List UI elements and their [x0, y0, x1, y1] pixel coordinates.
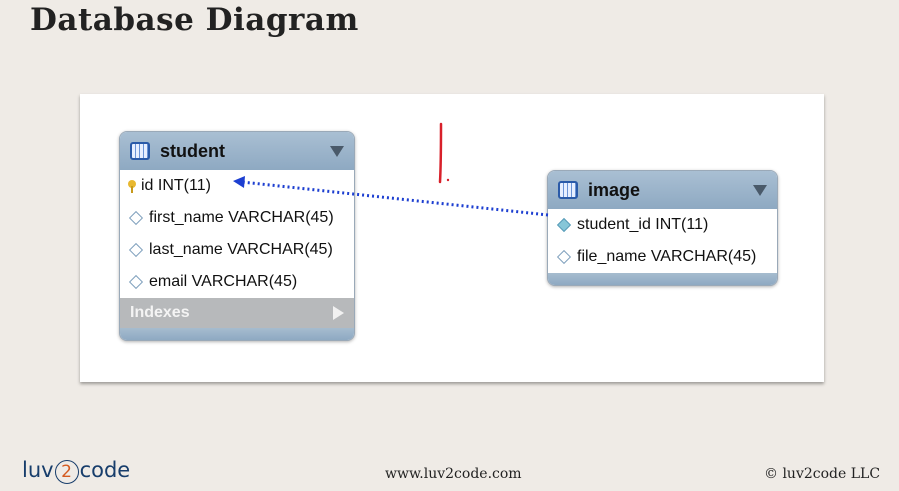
footer-copyright: © luv2code LLC: [764, 466, 881, 482]
logo-text-pre: luv: [22, 458, 54, 482]
column-row-email[interactable]: email VARCHAR(45): [120, 266, 354, 298]
column-label: first_name VARCHAR(45): [149, 209, 334, 226]
entity-name: student: [160, 140, 225, 161]
indexes-section[interactable]: Indexes: [120, 298, 354, 328]
foreign-key-relationship-line: [241, 180, 549, 217]
entity-header-student[interactable]: student: [120, 132, 354, 170]
red-annotation-dot: [446, 178, 450, 182]
entity-footer: [548, 273, 777, 285]
table-icon: [558, 181, 578, 199]
relationship-svg: [233, 122, 549, 217]
entity-header-image[interactable]: image: [548, 171, 777, 209]
column-label: student_id INT(11): [577, 216, 709, 233]
logo-text-mid: 2: [54, 460, 79, 484]
column-row-first-name[interactable]: first_name VARCHAR(45): [120, 202, 354, 234]
column-label: file_name VARCHAR(45): [577, 248, 757, 265]
primary-key-icon: [128, 179, 136, 193]
logo-text-post: code: [79, 458, 131, 482]
expand-arrow-icon[interactable]: [333, 306, 344, 320]
column-row-student-id[interactable]: student_id INT(11): [548, 209, 777, 241]
collapse-arrow-icon[interactable]: [753, 184, 767, 196]
table-icon: [130, 142, 150, 160]
indexes-label: Indexes: [130, 304, 190, 321]
entity-image[interactable]: image student_id INT(11) file_name VARCH…: [547, 170, 778, 286]
red-annotation-mark: [438, 122, 443, 184]
entity-footer: [120, 328, 354, 340]
column-row-id[interactable]: id INT(11): [120, 170, 354, 202]
entity-student[interactable]: student id INT(11) first_name VARCHAR(45…: [119, 131, 355, 341]
column-row-file-name[interactable]: file_name VARCHAR(45): [548, 241, 777, 273]
footer-url: www.luv2code.com: [385, 466, 522, 482]
column-label: last_name VARCHAR(45): [149, 241, 333, 258]
column-label: email VARCHAR(45): [149, 273, 298, 290]
entity-name: image: [588, 179, 641, 200]
column-label: id INT(11): [141, 177, 211, 194]
column-row-last-name[interactable]: last_name VARCHAR(45): [120, 234, 354, 266]
slide-title: Database Diagram: [30, 2, 359, 38]
relationship-arrowhead: [233, 176, 245, 188]
collapse-arrow-icon[interactable]: [330, 145, 344, 157]
diagram-canvas: student id INT(11) first_name VARCHAR(45…: [80, 94, 824, 382]
